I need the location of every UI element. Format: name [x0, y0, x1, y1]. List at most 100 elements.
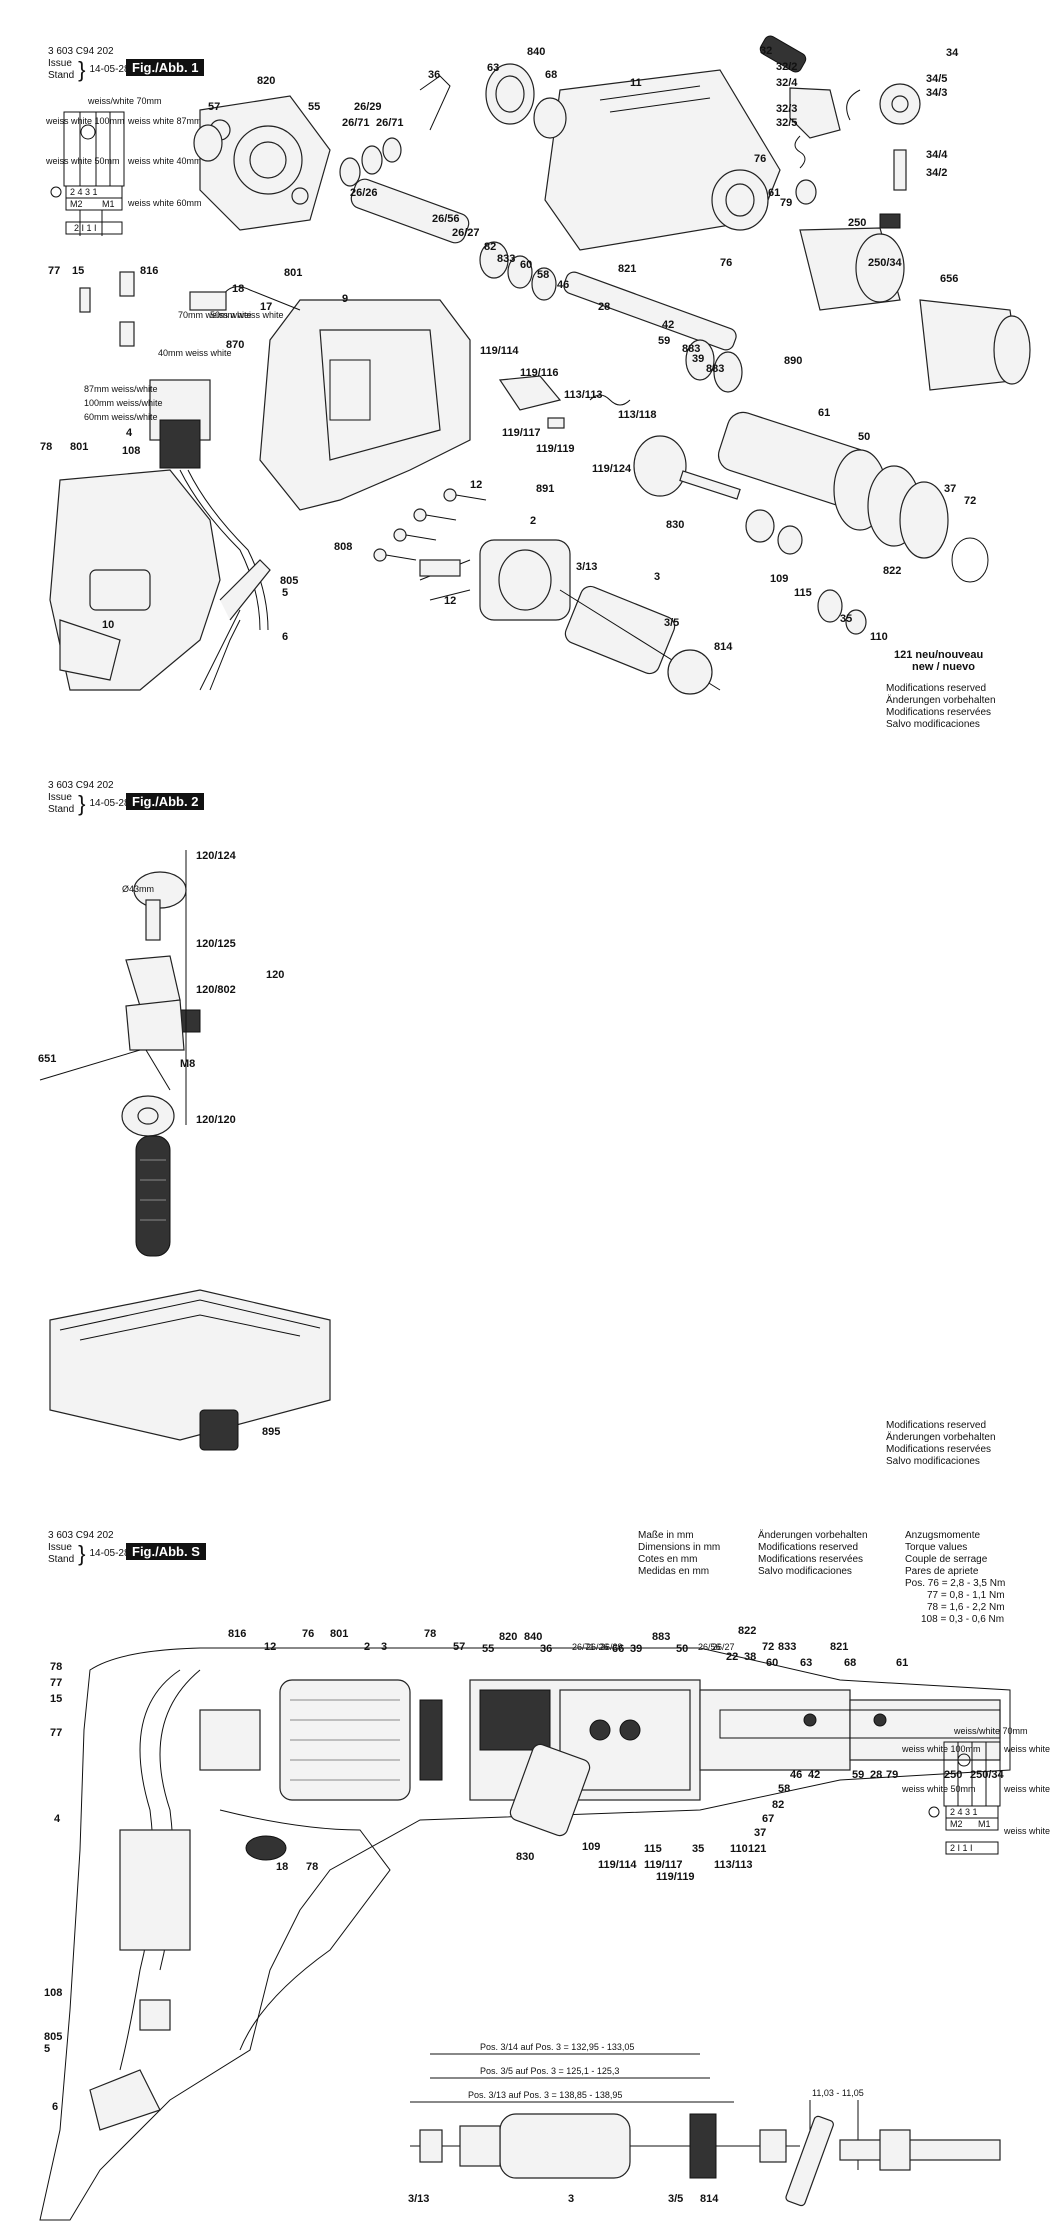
torque-108: 108 = 0,3 - 0,6 Nm — [921, 1614, 1005, 1625]
o-ring — [193, 124, 223, 162]
label-5: 5 — [282, 587, 288, 599]
armature — [559, 585, 721, 695]
drill-chuck — [799, 227, 1031, 391]
depth-stop-rod — [39, 1049, 141, 1081]
clutch-lever — [498, 375, 631, 429]
sw-87: 87mm weiss/white — [84, 384, 158, 394]
s-wire-100: weiss white 100mm — [901, 1744, 981, 1754]
s-label-55: 55 — [482, 1643, 494, 1655]
s-label-77a: 77 — [50, 1677, 62, 1689]
label-26-71b: 26/71 — [376, 117, 404, 129]
label-76a: 76 — [754, 153, 766, 165]
label-805: 805 — [280, 575, 298, 587]
m8-bolt — [145, 1049, 171, 1091]
gear-train — [633, 435, 867, 635]
label-39: 39 — [692, 353, 704, 365]
label-119-117: 119/117 — [502, 427, 541, 439]
s-label-3: 3 — [381, 1641, 387, 1653]
s-wire-terms: 2 4 3 1 — [950, 1807, 978, 1817]
label-120-120: 120/120 — [196, 1114, 236, 1126]
label-34-3: 34/3 — [926, 87, 947, 99]
s-label-59: 59 — [852, 1769, 864, 1781]
label-822: 822 — [883, 565, 901, 577]
label-6: 6 — [282, 631, 288, 643]
s-label-68: 68 — [844, 1657, 856, 1669]
wire-50: weiss white 50mm — [45, 156, 120, 166]
stand-label: Stand — [48, 1554, 75, 1565]
label-79: 79 — [780, 197, 792, 209]
cord-clamp-screws — [373, 488, 487, 577]
switch-trigger — [245, 1835, 287, 1861]
label-121b: new / nuevo — [912, 661, 975, 673]
label-m8: M8 — [180, 1058, 195, 1070]
s-label-2: 2 — [364, 1641, 370, 1653]
wiring-schematic — [50, 111, 125, 236]
s-label-110: 110 — [730, 1843, 748, 1855]
label-58: 58 — [537, 269, 549, 281]
dim-3-5: Pos. 3/5 auf Pos. 3 = 125,1 - 125,3 — [480, 2066, 619, 2076]
label-651: 651 — [38, 1053, 56, 1065]
doc-number: 3 603 C94 202 — [48, 1530, 114, 1541]
sheet-fig1: 3 603 C94 202 Issue Stand } 14-05-28 Fig… — [0, 0, 1050, 740]
spindle-section — [699, 1689, 1001, 1771]
wiring-schematic-s — [928, 1741, 1001, 1855]
wire-top: weiss/white 70mm — [87, 96, 162, 106]
label-26-71a: 26/71 — [342, 117, 370, 129]
lock-assembly — [846, 83, 921, 229]
label-870: 870 — [226, 339, 244, 351]
label-10: 10 — [102, 619, 114, 631]
chuck-ring — [795, 179, 817, 205]
s-label-121: 121 — [748, 1843, 766, 1855]
handle-washer — [121, 1095, 175, 1137]
issue-date: 14-05-28 — [89, 1548, 130, 1559]
s-wire-40: weiss white 40mm — [1003, 1784, 1050, 1794]
stand-label: Stand — [48, 70, 75, 81]
label-82: 82 — [484, 241, 496, 253]
s-label-814: 814 — [700, 2193, 719, 2205]
label-60: 60 — [520, 259, 532, 271]
s-label-26-29: 26/29 — [600, 1642, 623, 1652]
sheet-fig2: 3 603 C94 202 Issue Stand } 14-05-28 Fig… — [0, 780, 1050, 1480]
label-32-5: 32/5 — [776, 117, 797, 129]
label-895: 895 — [262, 1426, 280, 1438]
label-119-116: 119/116 — [520, 367, 559, 379]
s-label-6: 6 — [52, 2101, 58, 2113]
label-109: 109 — [770, 573, 788, 585]
s-label-39: 39 — [630, 1643, 642, 1655]
s-label-3-13: 3/13 — [408, 2193, 429, 2205]
label-814: 814 — [714, 641, 733, 653]
gear-housing — [544, 69, 781, 251]
sw-50: 50mm weiss white — [210, 310, 284, 320]
s-label-12: 12 — [264, 1641, 276, 1653]
s-wire-top: weiss/white 70mm — [953, 1726, 1028, 1736]
wire-87: weiss white 87mm — [127, 116, 202, 126]
s-label-119-117: 119/117 — [644, 1859, 683, 1871]
s-label-63: 63 — [800, 1657, 812, 1669]
hammer-detail — [785, 2100, 1001, 2207]
label-801a: 801 — [284, 267, 302, 279]
sheet-header: 3 603 C94 202 Issue Stand } 14-05-28 — [48, 1530, 130, 1566]
s-label-883: 883 — [652, 1631, 670, 1643]
s-label-28: 28 — [870, 1769, 882, 1781]
label-26-56: 26/56 — [432, 213, 460, 225]
s-label-822: 822 — [738, 1625, 756, 1637]
figure-label: Fig./Abb. 1 — [126, 59, 205, 76]
s-label-15: 15 — [50, 1693, 62, 1705]
label-46: 46 — [557, 279, 569, 291]
dim-3-13: Pos. 3/13 auf Pos. 3 = 138,85 - 138,95 — [468, 2090, 622, 2100]
sw-100: 100mm weiss/white — [84, 398, 163, 408]
label-34-2: 34/2 — [926, 167, 947, 179]
label-55: 55 — [308, 101, 320, 113]
s-label-805: 805 — [44, 2031, 62, 2043]
s-label-26-27: 26/27 — [712, 1642, 735, 1652]
s-label-115: 115 — [644, 1843, 662, 1855]
label-32-3: 32/3 — [776, 103, 797, 115]
label-61b: 61 — [818, 407, 830, 419]
s-label-37: 37 — [754, 1827, 766, 1839]
issue-label: Issue — [48, 792, 72, 803]
s-label-250: 250 — [944, 1769, 962, 1781]
s-label-18: 18 — [276, 1861, 288, 1873]
spring-clip — [419, 75, 451, 131]
label-119-124: 119/124 — [592, 463, 632, 475]
brush-holders — [79, 271, 227, 347]
